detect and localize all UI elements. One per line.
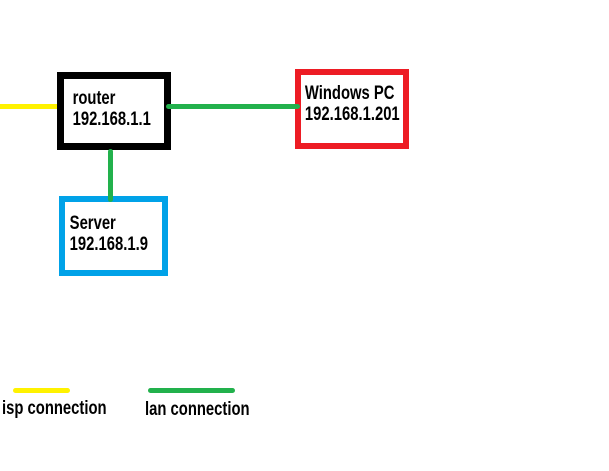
lan-connection-line-router-server bbox=[108, 149, 113, 202]
node-windows-pc-label: Windows PC bbox=[304, 83, 395, 104]
node-windows-pc-text: Windows PC 192.168.1.201 bbox=[301, 75, 400, 125]
legend-lan-label: lan connection bbox=[145, 399, 250, 420]
node-server-ip: 192.168.1.9 bbox=[69, 234, 148, 255]
isp-connection-line bbox=[0, 104, 60, 109]
node-windows-pc: Windows PC 192.168.1.201 bbox=[295, 69, 409, 149]
node-router: router 192.168.1.1 bbox=[57, 72, 171, 150]
node-server-text: Server 192.168.1.9 bbox=[65, 202, 148, 255]
node-router-text: router 192.168.1.1 bbox=[64, 79, 151, 130]
legend-isp-line-swatch bbox=[13, 388, 70, 393]
node-windows-pc-ip: 192.168.1.201 bbox=[304, 104, 400, 125]
legend-lan-line-swatch bbox=[148, 388, 235, 393]
node-router-ip: 192.168.1.1 bbox=[72, 109, 151, 130]
node-server-label: Server bbox=[69, 213, 116, 234]
node-router-label: router bbox=[72, 88, 116, 109]
node-server: Server 192.168.1.9 bbox=[59, 196, 168, 276]
legend-isp-label: isp connection bbox=[2, 398, 107, 419]
lan-connection-line-router-pc bbox=[166, 104, 300, 109]
